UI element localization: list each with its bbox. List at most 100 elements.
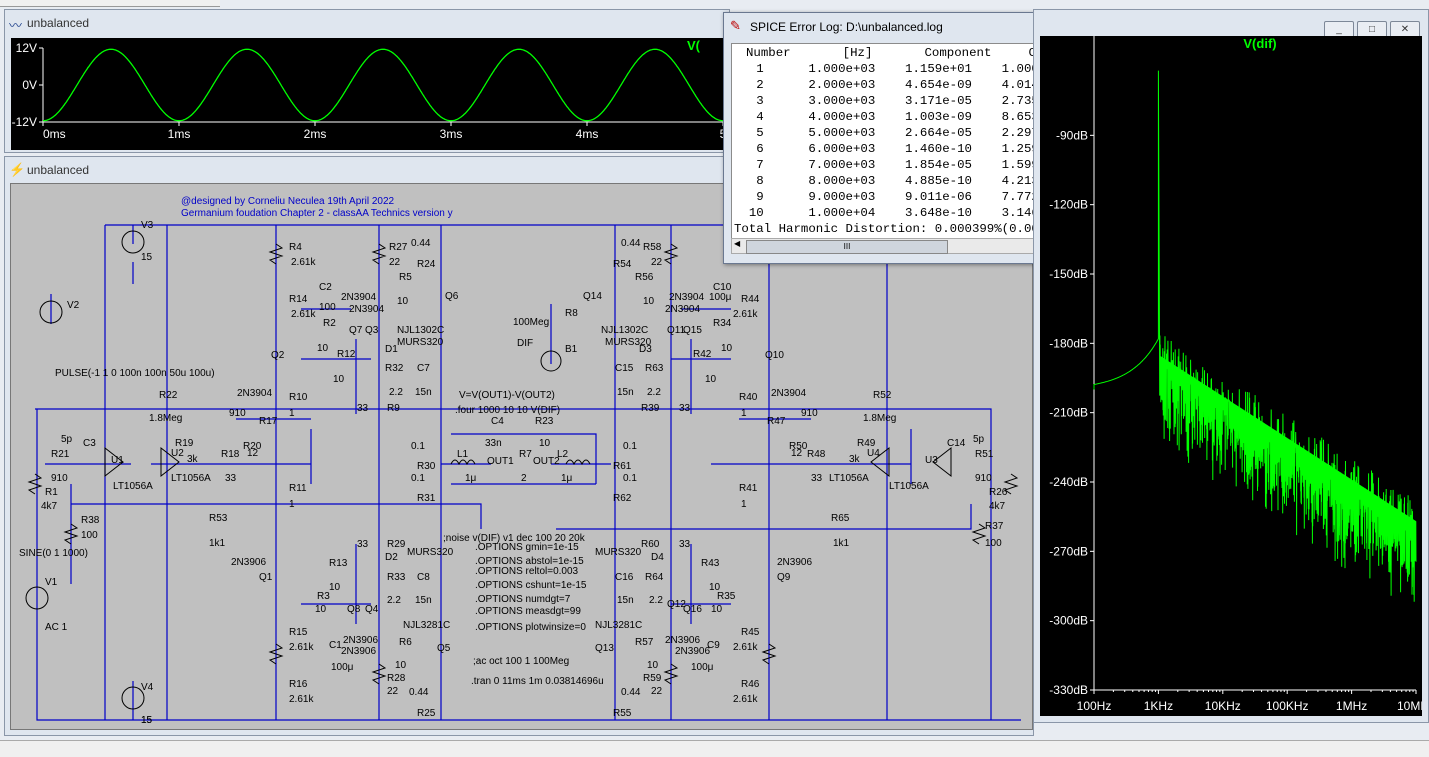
component-label: 10	[711, 604, 723, 615]
x-tick-label: 1MHz	[1336, 699, 1367, 713]
fft-trace	[1093, 70, 1417, 602]
component-label: Q9	[777, 572, 791, 583]
options-line: .OPTIONS measdgt=99	[475, 606, 581, 617]
component-label: R43	[701, 558, 720, 569]
component-label: 910	[229, 408, 246, 419]
component-label: LT1056A	[889, 481, 929, 492]
component-label: 2.2	[389, 387, 403, 398]
component-label: 2N3906	[341, 646, 376, 657]
log-row: 8 8.000e+03 4.885e-10 4.213e-11	[734, 174, 1069, 188]
component-label: 12	[247, 448, 259, 459]
schematic-canvas[interactable]: @designed by Corneliu Neculea 19th April…	[10, 183, 1033, 730]
component-label: V4	[141, 682, 154, 693]
x-tick-label: 3ms	[440, 127, 463, 141]
hscroll-thumb[interactable]: III	[746, 240, 948, 254]
schematic-drawing: @designed by Corneliu Neculea 19th April…	[19, 196, 1021, 726]
component-label: 2.61k	[733, 309, 758, 320]
component-label: R6	[399, 637, 412, 648]
component-label: 3k	[849, 454, 861, 465]
component-label: U4	[867, 448, 880, 459]
component-label: R13	[329, 558, 348, 569]
fft-trace-title: V(dif)	[1243, 36, 1276, 51]
component-label: R28	[387, 673, 406, 684]
component-label: R54	[613, 259, 632, 270]
component-label: 33	[679, 539, 691, 550]
component-label: R1	[45, 487, 58, 498]
component-label: 33	[225, 473, 237, 484]
component-label: C16	[615, 572, 634, 583]
component-label: 2N3904	[341, 292, 376, 303]
component-label: 22	[651, 686, 663, 697]
schematic-title: unbalanced	[27, 163, 90, 177]
component-label: R41	[739, 483, 758, 494]
component-label: 33	[357, 539, 369, 550]
component-label: MURS320	[595, 547, 642, 558]
x-tick-label: 2ms	[304, 127, 327, 141]
log-row: 1 1.000e+03 1.159e+01 1.000e+00	[734, 62, 1069, 76]
component-label: 2.61k	[289, 642, 314, 653]
component-label: MURS320	[397, 337, 444, 348]
scroll-left-icon[interactable]: ◀	[734, 239, 741, 248]
component-label: R53	[209, 513, 228, 524]
component-label: R52	[873, 390, 892, 401]
fft-chart: -90dB-120dB-150dB-180dB-210dB-240dB-270d…	[1049, 36, 1429, 713]
component-label: R14	[289, 294, 308, 305]
component-label: 33n	[485, 438, 502, 449]
component-label: R60	[641, 539, 660, 550]
component-label: R44	[741, 294, 760, 305]
component-label: V2	[67, 300, 80, 311]
component-label: V3	[141, 220, 154, 231]
component-label: 5p	[61, 434, 73, 445]
component-label: 2.61k	[289, 694, 314, 705]
four-command: .four 1000 10 10 V(DIF)	[455, 405, 560, 416]
status-bar	[0, 740, 1429, 757]
component-label: 2	[521, 473, 527, 484]
y-tick-label: -180dB	[1049, 336, 1088, 350]
component-label: 1k1	[209, 538, 226, 549]
component-label: 100μ	[331, 662, 354, 673]
maximize-button[interactable]: □	[1357, 21, 1387, 39]
component-label: 100	[985, 538, 1002, 549]
component-label: Q14	[583, 291, 602, 302]
component-label: 0.1	[623, 473, 637, 484]
component-label: R3	[317, 591, 330, 602]
component-label: C15	[615, 363, 634, 374]
ac-source-text: AC 1	[45, 622, 68, 633]
schematic-components	[25, 230, 1019, 710]
component-label: D3	[639, 344, 652, 355]
y-tick-label: -240dB	[1049, 475, 1088, 489]
component-label: R47	[767, 416, 786, 427]
horizontal-scrollbar[interactable]: ◀ III ▶	[731, 238, 1125, 254]
component-label: 2.61k	[733, 642, 758, 653]
component-label: 15n	[617, 387, 634, 398]
waveform-titlebar[interactable]: 〰 unbalanced	[5, 10, 729, 36]
component-label: D4	[651, 552, 664, 563]
component-label: 1	[741, 408, 747, 419]
waveform-trace	[43, 48, 728, 122]
component-label: R15	[289, 627, 308, 638]
component-label: 0.44	[409, 687, 429, 698]
trace-label: V(	[687, 38, 701, 53]
component-label: 910	[975, 473, 992, 484]
x-tick-label: 10KHz	[1205, 699, 1241, 713]
component-label: L2	[557, 449, 569, 460]
component-label: R22	[159, 390, 178, 401]
schematic-icon: ⚡	[9, 162, 26, 177]
component-label: 10	[539, 438, 551, 449]
schematic-titlebar[interactable]: ⚡ unbalanced	[5, 157, 1033, 183]
formula-text: V=V(OUT1)-V(OUT2)	[459, 390, 555, 401]
component-label: C4	[491, 416, 504, 427]
component-label: R63	[645, 363, 664, 374]
component-label: 1	[289, 408, 295, 419]
component-label: R16	[289, 679, 308, 690]
log-row: 4 4.000e+03 1.003e-09 8.653e-11	[734, 110, 1069, 124]
component-label: R17	[259, 416, 278, 427]
component-label: 910	[801, 408, 818, 419]
fft-plot[interactable]: -90dB-120dB-150dB-180dB-210dB-240dB-270d…	[1040, 36, 1429, 716]
designer-credit: @designed by Corneliu Neculea 19th April…	[181, 196, 395, 207]
component-label: 15n	[617, 595, 634, 606]
spice-log-icon: ✎	[730, 18, 741, 33]
component-label: R11	[289, 483, 307, 494]
window-tab-strip	[0, 0, 220, 7]
